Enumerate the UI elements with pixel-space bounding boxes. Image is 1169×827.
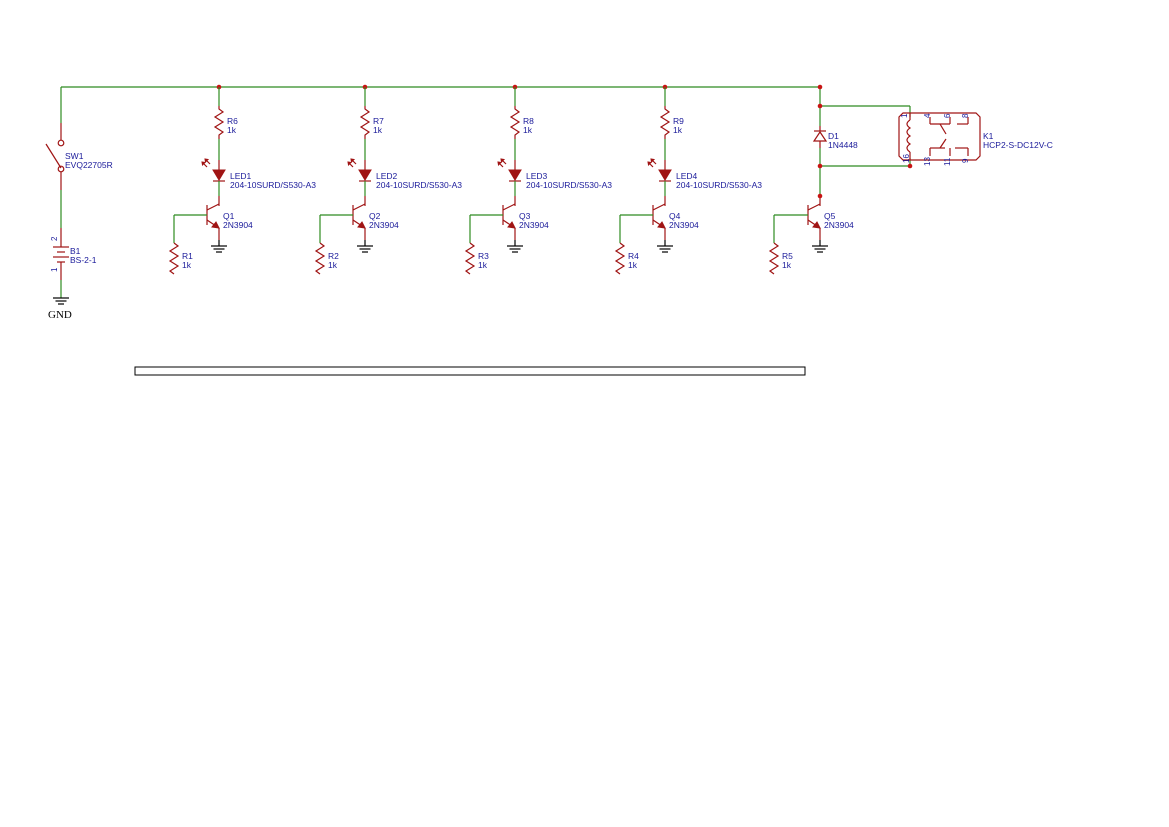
- led[interactable]: [201, 158, 226, 182]
- battery-b1[interactable]: [53, 228, 69, 280]
- label-q: Q1: [223, 211, 235, 221]
- k1-pin-4: 4: [923, 113, 932, 118]
- label-r-base_val: 1k: [328, 260, 338, 270]
- label-r-top_val: 1k: [373, 125, 383, 135]
- k1-pin-16: 16: [902, 154, 911, 163]
- label-q: Q2: [369, 211, 381, 221]
- relay-k1[interactable]: [898, 112, 981, 161]
- label-led-val: 204-10SURD/S530-A3: [376, 180, 462, 190]
- ground-symbol: [211, 240, 227, 253]
- transistor[interactable]: [352, 196, 366, 240]
- resistor-base[interactable]: [464, 242, 476, 275]
- label-r-top: R8: [523, 116, 534, 126]
- k1-pin-6: 6: [943, 113, 952, 118]
- label-r-base: R1: [182, 251, 193, 261]
- empty-text-frame: [134, 366, 806, 376]
- label-r-top: R9: [673, 116, 684, 126]
- label-q-val: 2N3904: [519, 220, 549, 230]
- ground-symbol: [357, 240, 373, 253]
- label-led-val: 204-10SURD/S530-A3: [526, 180, 612, 190]
- r5-ref: R5: [782, 251, 793, 261]
- resistor-base[interactable]: [314, 242, 326, 275]
- gnd-label: GND: [48, 309, 72, 321]
- ground-symbol-q5: [812, 240, 828, 253]
- label-q-val: 2N3904: [369, 220, 399, 230]
- resistor-top[interactable]: [213, 106, 225, 139]
- relay-driver: [768, 84, 913, 275]
- k1-pin-1: 1: [900, 113, 909, 118]
- resistor-top[interactable]: [359, 106, 371, 139]
- label-led: LED1: [230, 171, 252, 181]
- resistor-top[interactable]: [659, 106, 671, 139]
- led[interactable]: [497, 158, 522, 182]
- sw1-ref: SW1: [65, 151, 84, 161]
- b1-ref: B1: [70, 246, 81, 256]
- k1-pin-8: 8: [961, 113, 970, 118]
- q5-value: 2N3904: [824, 220, 854, 230]
- label-r-top_val: 1k: [523, 125, 533, 135]
- k1-pin-13: 13: [923, 157, 932, 166]
- k1-pin-9: 9: [961, 158, 970, 163]
- label-r-base: R3: [478, 251, 489, 261]
- label-r-base_val: 1k: [182, 260, 192, 270]
- d1-ref: D1: [828, 131, 839, 141]
- resistor-base[interactable]: [614, 242, 626, 275]
- label-r-top: R7: [373, 116, 384, 126]
- transistor[interactable]: [502, 196, 516, 240]
- k1-ref: K1: [983, 131, 994, 141]
- k1-pin-11: 11: [943, 157, 952, 166]
- diode-d1[interactable]: [812, 126, 828, 148]
- d1-value: 1N4448: [828, 140, 858, 150]
- top-rail: [60, 86, 820, 123]
- label-led: LED4: [676, 171, 698, 181]
- transistor-q5[interactable]: [807, 196, 821, 240]
- label-r-top_val: 1k: [673, 125, 683, 135]
- ground-symbol: [657, 240, 673, 253]
- label-q: Q4: [669, 211, 681, 221]
- label-led-val: 204-10SURD/S530-A3: [230, 180, 316, 190]
- label-led-val: 204-10SURD/S530-A3: [676, 180, 762, 190]
- k1-value: HCP2-S-DC12V-C: [983, 140, 1053, 150]
- sw1-value: EVQ22705R: [65, 160, 113, 170]
- label-r-base: R4: [628, 251, 639, 261]
- label-r-top_val: 1k: [227, 125, 237, 135]
- label-r-base: R2: [328, 251, 339, 261]
- q5-ref: Q5: [824, 211, 836, 221]
- transistor[interactable]: [206, 196, 220, 240]
- label-led: LED3: [526, 171, 548, 181]
- ground-symbol-main: [53, 280, 69, 305]
- resistor-r5[interactable]: [768, 242, 780, 275]
- r5-value: 1k: [782, 260, 792, 270]
- transistor[interactable]: [652, 196, 666, 240]
- label-q: Q3: [519, 211, 531, 221]
- led[interactable]: [347, 158, 372, 182]
- b1-pin2: 2: [50, 236, 59, 241]
- label-q-val: 2N3904: [669, 220, 699, 230]
- resistor-top[interactable]: [509, 106, 521, 139]
- b1-pin1: 1: [50, 267, 59, 272]
- led-driver-stages: R61kLED1204-10SURD/S530-A3Q12N3904R11kR7…: [168, 84, 762, 275]
- resistor-base[interactable]: [168, 242, 180, 275]
- label-led: LED2: [376, 171, 398, 181]
- label-q-val: 2N3904: [223, 220, 253, 230]
- switch-sw1[interactable]: [45, 123, 65, 190]
- label-r-base_val: 1k: [628, 260, 638, 270]
- ground-symbol: [507, 240, 523, 253]
- label-r-top: R6: [227, 116, 238, 126]
- led[interactable]: [647, 158, 672, 182]
- b1-value: BS-2-1: [70, 255, 97, 265]
- label-r-base_val: 1k: [478, 260, 488, 270]
